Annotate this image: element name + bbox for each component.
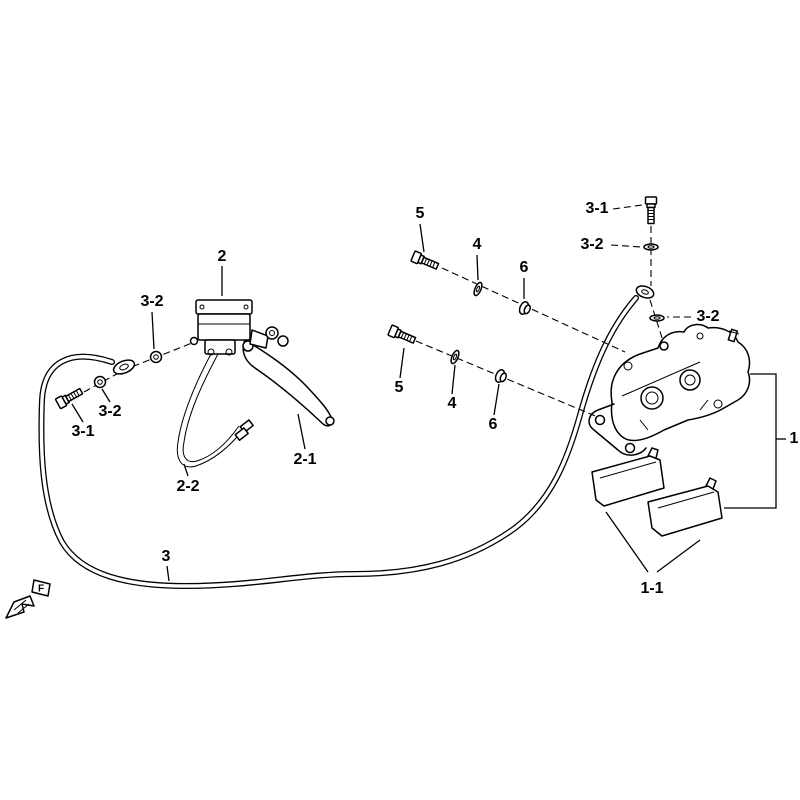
callout-labels: 2 3-2 3-1 3-2 2-1 2-2 3 5 4 6 3-1 3-2 3-… xyxy=(71,200,798,597)
master-cylinder-assembly xyxy=(176,299,335,468)
washer-4-lower xyxy=(448,348,462,366)
brake-lever xyxy=(242,339,335,427)
fastener-axes xyxy=(387,250,626,421)
callout-2-1: 2-1 xyxy=(293,451,316,468)
callout-5-upper: 5 xyxy=(416,205,425,222)
caliper-group-bracket xyxy=(724,373,786,509)
caliper-mount-bracket xyxy=(588,403,647,456)
assembly-axis-upper xyxy=(441,267,626,353)
callout-3: 3 xyxy=(162,548,171,565)
sealing-washer-left-lower-3-2 xyxy=(93,375,107,389)
brake-pad-inner xyxy=(591,447,665,507)
brake-pads xyxy=(591,447,723,537)
mount-bolt-5-lower xyxy=(387,324,418,347)
callout-3-1-left: 3-1 xyxy=(71,423,94,440)
callout-2: 2 xyxy=(218,248,227,265)
brake-caliper xyxy=(588,323,751,456)
callout-4-lower: 4 xyxy=(448,395,457,412)
caliper-piston-right xyxy=(679,369,701,391)
sealing-washer-right-lower-3-2 xyxy=(649,314,665,322)
mount-bolt-5-upper xyxy=(410,250,441,273)
callout-3-2-right-upper: 3-2 xyxy=(580,236,603,253)
sealing-washer-left-upper-3-2 xyxy=(149,350,163,364)
banjo-bolt-right-3-1 xyxy=(644,196,658,225)
leader-lines xyxy=(71,223,525,582)
front-direction-letter: F xyxy=(38,584,44,595)
callout-5-lower: 5 xyxy=(395,379,404,396)
nut-6-lower xyxy=(493,367,509,386)
brake-switch-wires xyxy=(176,351,254,468)
washer-4-upper xyxy=(471,280,485,298)
front-direction-arrow-icon: F xyxy=(5,579,51,619)
brake-pad-outer xyxy=(647,477,723,537)
pad-leader-lines xyxy=(605,511,701,573)
banjo-bolt-left-3-1 xyxy=(54,385,85,410)
callout-3-1-right: 3-1 xyxy=(585,200,608,217)
callout-2-2: 2-2 xyxy=(176,478,199,495)
assembly-axis-lower xyxy=(415,340,606,421)
callout-1: 1 xyxy=(790,430,799,447)
dashed-label-leaders xyxy=(610,204,691,318)
callout-3-2-left-upper: 3-2 xyxy=(140,293,163,310)
hose-banjo-eye-left xyxy=(112,359,136,375)
hose-fitting-right-group xyxy=(635,196,665,345)
nut-6-upper xyxy=(517,299,533,318)
brake-hose xyxy=(38,295,639,590)
master-cylinder-body xyxy=(189,299,289,356)
callout-6-lower: 6 xyxy=(489,416,498,433)
sealing-washer-right-upper-3-2 xyxy=(643,243,659,251)
assembly-axis-right-b xyxy=(649,299,665,345)
hose-fitting-left-group xyxy=(54,342,193,410)
callout-1-1: 1-1 xyxy=(640,580,663,597)
caliper-banjo-port xyxy=(659,341,669,351)
bleed-nipple xyxy=(727,328,740,343)
callout-3-2-left-lower: 3-2 xyxy=(98,403,121,420)
callout-4-upper: 4 xyxy=(473,236,482,253)
caliper-piston-left xyxy=(640,386,664,410)
callout-3-2-right-lower: 3-2 xyxy=(696,308,719,325)
callout-6-upper: 6 xyxy=(520,259,529,276)
hose-banjo-eye-right xyxy=(635,285,655,299)
